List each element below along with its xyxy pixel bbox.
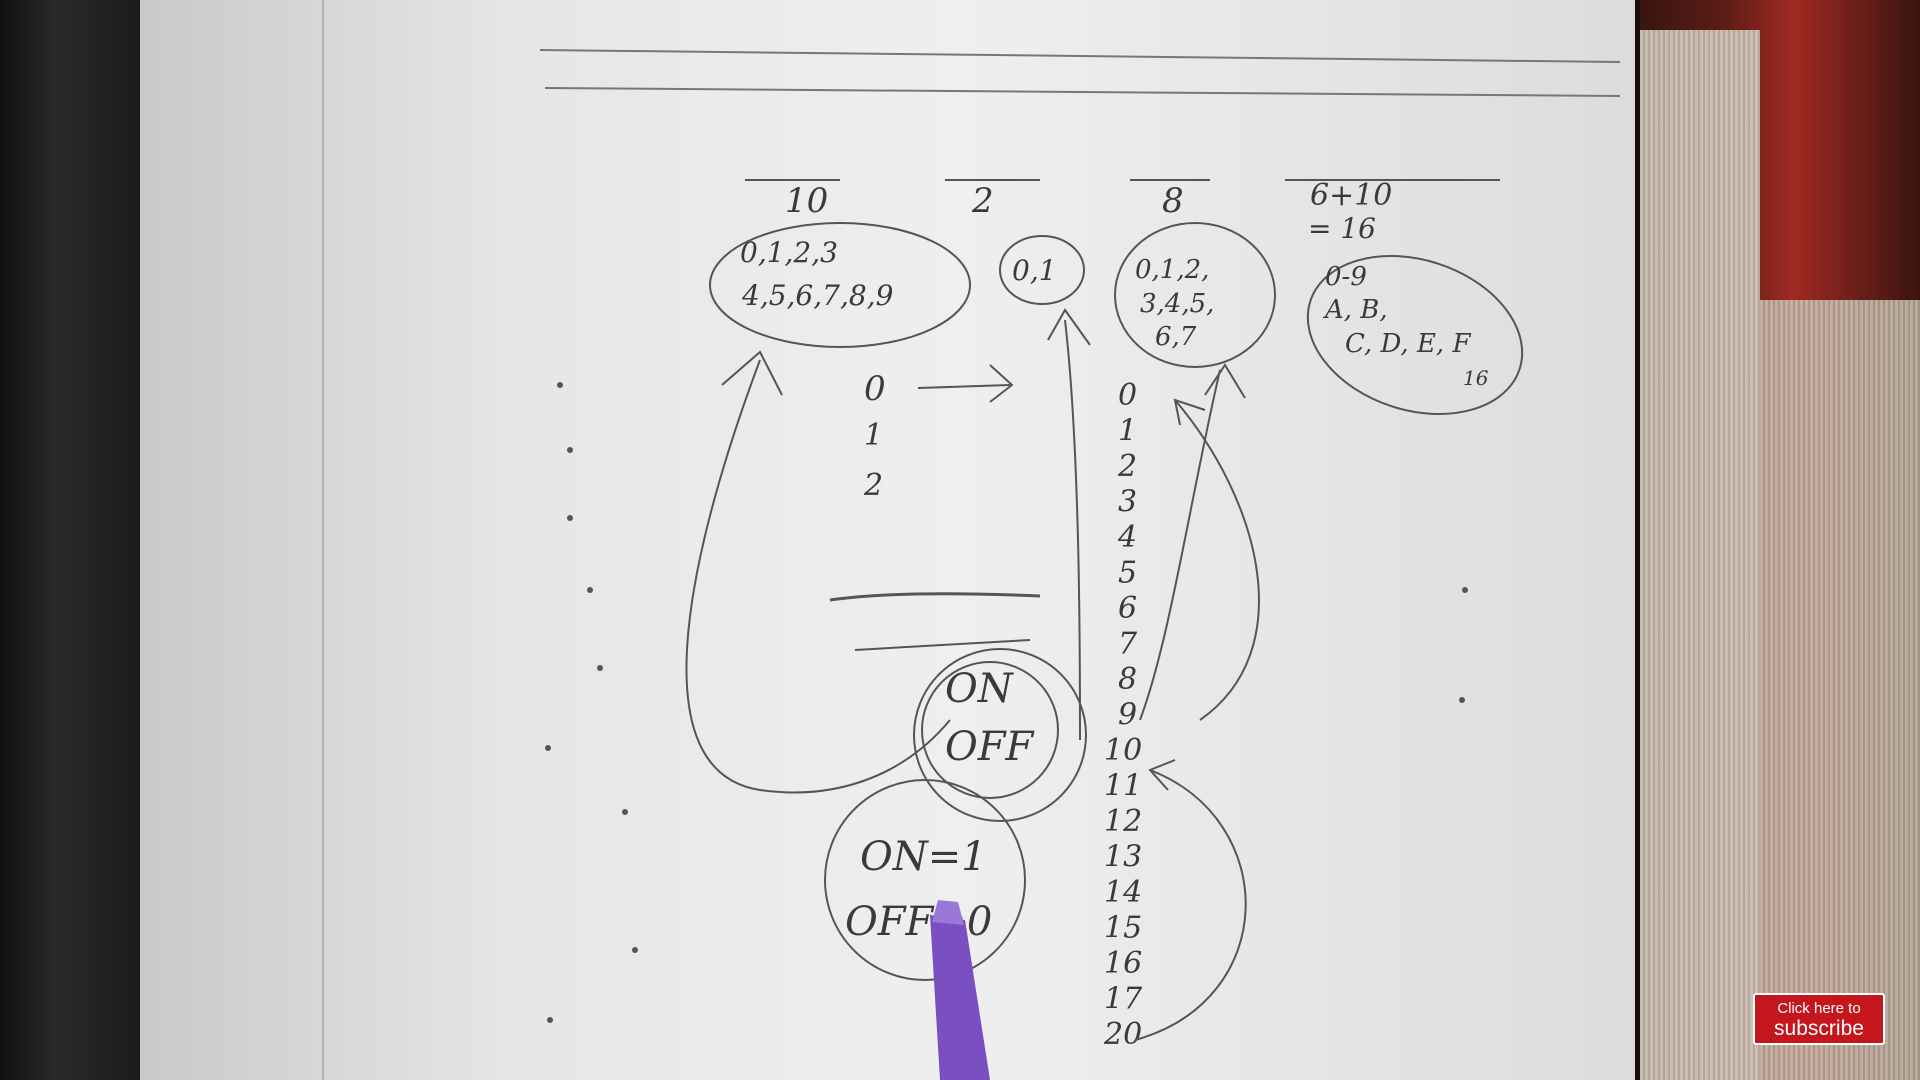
curved-arrow: [1174, 399, 1260, 721]
svg-text:6,7: 6,7: [1155, 322, 1197, 352]
sequence-number: 2: [1117, 449, 1137, 484]
octal-digits-oval: [1114, 222, 1276, 368]
subscribe-line2: subscribe: [1774, 1017, 1864, 1040]
book-pages-lower: [1760, 300, 1920, 1080]
svg-text:OFF=0: OFF=0: [845, 899, 992, 945]
curved-arrow: [685, 359, 951, 794]
sequence-number: 20: [1103, 1017, 1142, 1052]
sequence-number: 5: [1118, 556, 1137, 591]
sequence-number: 7: [1118, 627, 1138, 662]
svg-text:3,4,5,: 3,4,5,: [1140, 289, 1214, 319]
base-binary-label: 2: [945, 179, 1040, 221]
page-margin-line: [322, 0, 324, 1080]
svg-text:A, B,: A, B,: [1323, 295, 1388, 325]
sequence-number: 11: [1104, 769, 1142, 804]
base-decimal-label: 10: [745, 179, 840, 221]
sequence-number: 8: [1118, 662, 1137, 697]
svg-text:ON: ON: [945, 666, 1015, 712]
sequence-number: 10: [1104, 733, 1142, 768]
sequence-number: 13: [1104, 840, 1142, 875]
sequence-number: 3: [1118, 485, 1137, 520]
sequence-number: 0: [1118, 378, 1137, 413]
book-pages: [1640, 30, 1760, 1080]
ruled-line: [544, 87, 1621, 97]
base-octal-label: 8: [1130, 179, 1210, 221]
svg-text:8: 8: [1162, 181, 1184, 221]
sequence-number: 14: [1104, 875, 1142, 910]
sequence-number: 6: [1118, 591, 1137, 626]
svg-text:C, D, E, F: C, D, E, F: [1345, 329, 1471, 359]
binary-digits-oval: [999, 235, 1085, 305]
notebook-spiral: [0, 0, 140, 1080]
sequence-number: 4: [1117, 520, 1137, 555]
svg-text:4,5,6,7,8,9: 4,5,6,7,8,9: [741, 279, 893, 312]
sequence-number: 12: [1104, 804, 1142, 839]
sequence-number: 9: [1118, 698, 1137, 733]
svg-text:0,1,2,: 0,1,2,: [1135, 255, 1209, 285]
arrow-to-binary: [917, 384, 1011, 389]
svg-text:0: 0: [864, 369, 886, 409]
svg-text:2: 2: [971, 181, 994, 221]
svg-text:ON=1: ON=1: [860, 834, 987, 880]
subscribe-button[interactable]: Click here to subscribe: [1753, 993, 1885, 1045]
curved-arrow: [1064, 319, 1081, 741]
sequence-number: 17: [1104, 982, 1143, 1017]
decimal-digits-oval: [709, 222, 971, 348]
svg-text:0,1,2,3: 0,1,2,3: [740, 236, 838, 269]
svg-text:1: 1: [864, 418, 883, 453]
curved-arrow: [1139, 369, 1221, 721]
svg-text:OFF: OFF: [945, 724, 1035, 770]
hex-digits-oval: [1306, 254, 1524, 416]
on-off-circle: [921, 661, 1059, 799]
svg-text:16: 16: [1463, 366, 1489, 390]
base-hex-label: 6+10 = 16: [1285, 178, 1500, 245]
svg-text:0,1: 0,1: [1012, 254, 1057, 287]
subscribe-line1: Click here to: [1777, 1000, 1861, 1017]
sequence-number: 16: [1104, 946, 1142, 981]
svg-text:2: 2: [863, 468, 883, 503]
svg-text:6+10: 6+10: [1310, 178, 1392, 213]
sequence-number: 1: [1118, 414, 1137, 449]
svg-text:= 16: = 16: [1308, 212, 1376, 245]
svg-text:10: 10: [785, 181, 828, 221]
ruled-line: [539, 49, 1621, 63]
on-off-value-circle: [824, 779, 1026, 981]
svg-text:0-9: 0-9: [1325, 262, 1367, 292]
sequence-number: 15: [1104, 911, 1142, 946]
curved-arrow: [1134, 769, 1247, 1041]
